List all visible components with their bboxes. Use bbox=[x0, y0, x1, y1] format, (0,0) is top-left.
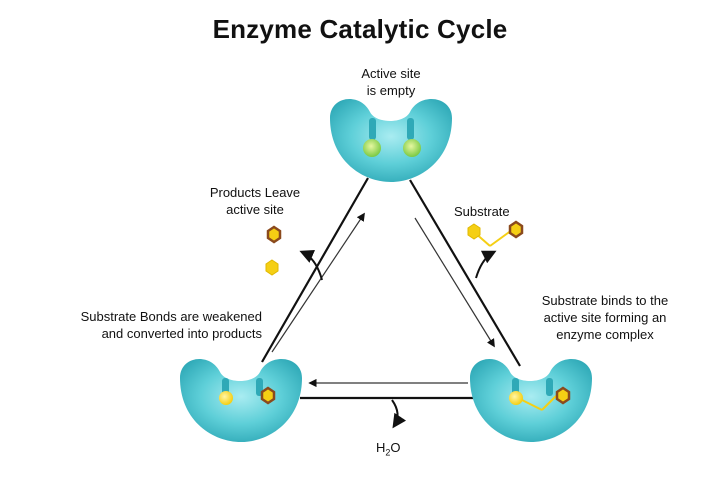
water-out-arrow bbox=[391, 399, 407, 429]
product-b bbox=[260, 386, 276, 405]
bound-substrate-b bbox=[555, 386, 571, 405]
substrate-in-arrow bbox=[475, 250, 497, 279]
bound-substrate-a bbox=[509, 391, 523, 405]
products-out-arrow bbox=[299, 249, 323, 281]
branch-arrows bbox=[299, 249, 497, 429]
enzyme-top bbox=[330, 99, 452, 182]
enzyme-left bbox=[180, 359, 302, 442]
arrow-left-up bbox=[271, 212, 365, 353]
edge-left bbox=[261, 177, 369, 363]
label-bonds-weakened: Substrate Bonds are weakened and convert… bbox=[80, 309, 262, 341]
diagram-title: Enzyme Catalytic Cycle bbox=[212, 14, 508, 44]
active-site-right bbox=[403, 139, 421, 157]
direction-arrows bbox=[271, 212, 495, 388]
product-a bbox=[219, 391, 233, 405]
label-active-site-empty: Active site is empty bbox=[361, 66, 421, 98]
free-substrate bbox=[467, 220, 524, 247]
arrow-right-down bbox=[414, 217, 495, 348]
edge-right bbox=[409, 179, 521, 367]
released-products bbox=[265, 225, 282, 276]
label-substrate-binds: Substrate binds to the active site formi… bbox=[541, 293, 669, 342]
cycle-triangle bbox=[261, 177, 521, 400]
label-substrate: Substrate bbox=[454, 204, 510, 219]
enzyme-right bbox=[470, 359, 592, 442]
active-site-left bbox=[363, 139, 381, 157]
label-water: H2O bbox=[376, 440, 401, 458]
label-products-leave: Products Leave active site bbox=[209, 185, 301, 217]
